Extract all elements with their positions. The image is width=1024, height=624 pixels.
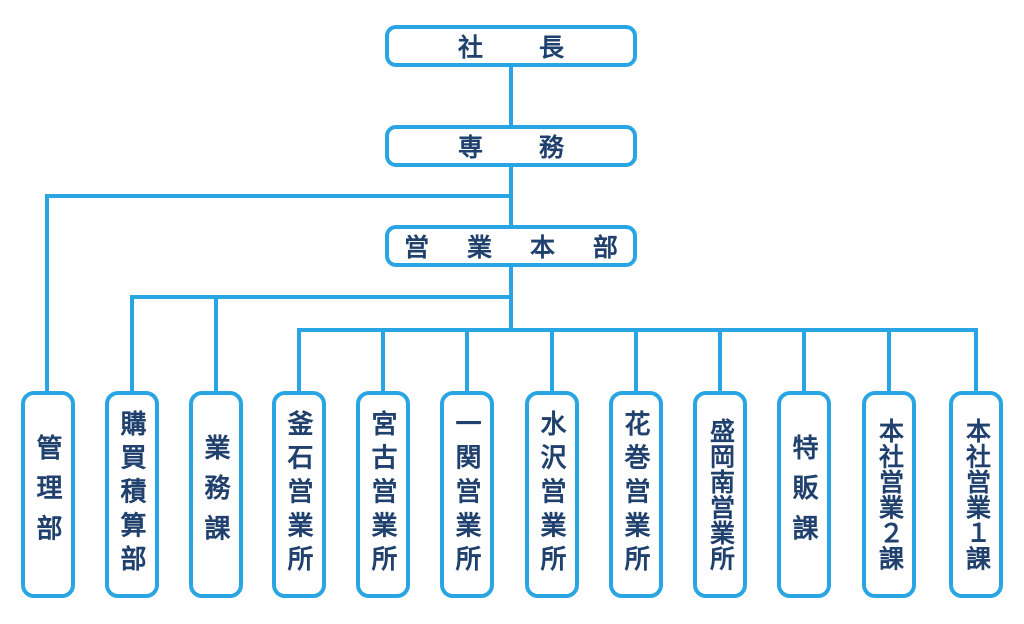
node-department-label: 釜石営業所 — [284, 410, 314, 579]
node-department[interactable]: 釜石営業所 — [272, 391, 326, 598]
node-department[interactable]: 業務課 — [189, 391, 243, 598]
node-president[interactable]: 社 長 — [385, 25, 637, 67]
node-sales-headquarters-label: 営 業 本 部 — [404, 234, 634, 262]
connector-president-to-senior — [509, 65, 513, 127]
connector-drop-management-dept — [45, 194, 49, 393]
node-department-label: 本社営業１課 — [962, 418, 991, 571]
connector-senior-bus — [45, 194, 511, 198]
node-department-label: 水沢営業所 — [537, 410, 567, 579]
connector-drop-morioka-minami — [718, 328, 722, 393]
connector-drop-special-sales — [802, 328, 806, 393]
node-department-label: 一関営業所 — [452, 410, 482, 579]
connector-drop-hanamaki — [634, 328, 638, 393]
node-department[interactable]: 本社営業２課 — [862, 391, 916, 598]
node-department-label: 宮古営業所 — [368, 410, 398, 579]
node-senior-managing-director-label: 専 務 — [457, 134, 580, 162]
node-department[interactable]: 管理部 — [21, 391, 75, 598]
node-department-label: 花巻営業所 — [621, 410, 651, 579]
node-department-label: 本社営業２課 — [875, 418, 904, 571]
node-department-label: 盛岡南営業所 — [706, 418, 735, 571]
node-department[interactable]: 盛岡南営業所 — [693, 391, 747, 598]
connector-senior-spine — [509, 165, 513, 227]
node-president-label: 社 長 — [457, 34, 580, 62]
connector-drop-kamaishi — [297, 328, 301, 393]
node-sales-headquarters[interactable]: 営 業 本 部 — [385, 225, 637, 267]
node-department-label: 業務課 — [201, 434, 231, 555]
connector-upper-bus — [130, 295, 511, 299]
connector-sales-hq-spine — [509, 265, 513, 332]
connector-drop-head-office-sales-1 — [974, 328, 978, 393]
node-department[interactable]: 花巻営業所 — [609, 391, 663, 598]
connector-drop-head-office-sales-2 — [887, 328, 891, 393]
node-department[interactable]: 本社営業１課 — [949, 391, 1003, 598]
connector-drop-ichinoseki — [465, 328, 469, 393]
node-department[interactable]: 購買積算部 — [105, 391, 159, 598]
node-department[interactable]: 一関営業所 — [440, 391, 494, 598]
connector-drop-purchasing — [130, 295, 134, 393]
connector-drop-mizusawa — [550, 328, 554, 393]
connector-drop-operations — [214, 295, 218, 393]
node-senior-managing-director[interactable]: 専 務 — [385, 125, 637, 167]
node-department-label: 管理部 — [33, 434, 63, 555]
node-department-label: 購買積算部 — [117, 410, 147, 579]
node-department[interactable]: 特販課 — [777, 391, 831, 598]
node-department[interactable]: 宮古営業所 — [356, 391, 410, 598]
connector-drop-miyako — [381, 328, 385, 393]
node-department[interactable]: 水沢営業所 — [525, 391, 579, 598]
node-department-label: 特販課 — [789, 434, 819, 555]
